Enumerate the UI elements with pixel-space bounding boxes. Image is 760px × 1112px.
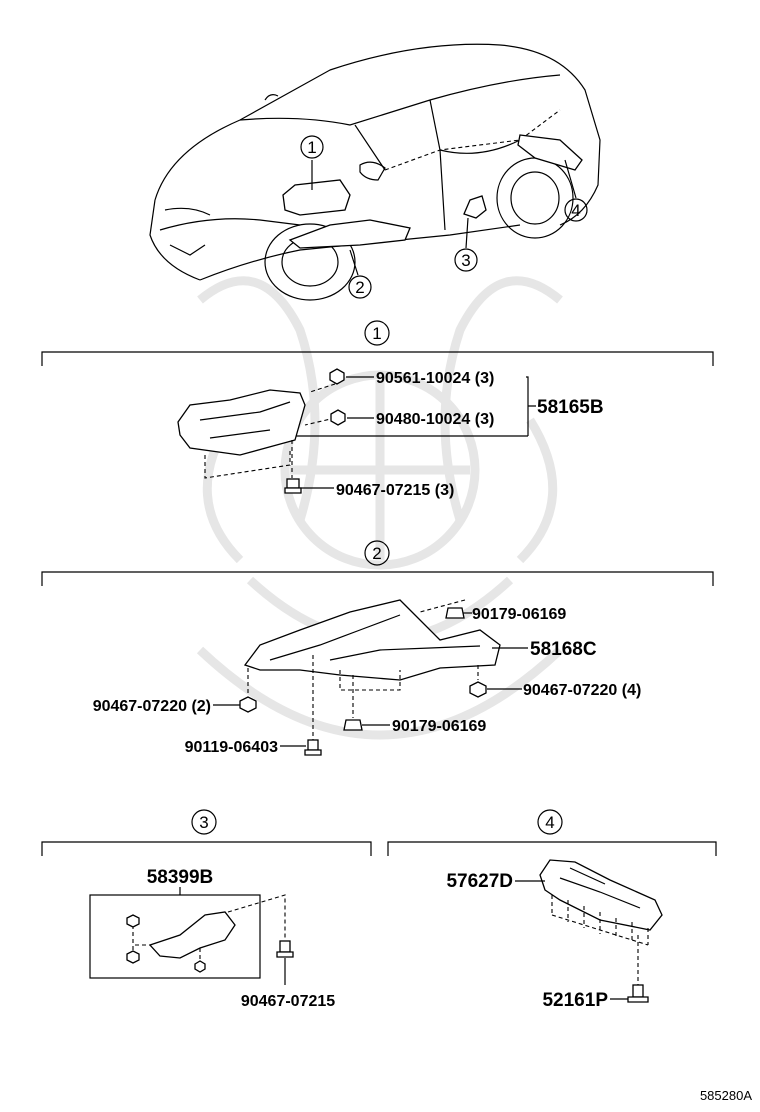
- part-number-90561-10024: 90561-10024 (3): [376, 370, 494, 387]
- bolt-icon: [276, 940, 294, 958]
- nut-icon: [126, 914, 140, 928]
- nut-icon: [126, 950, 140, 964]
- part-number-90467-07220: 90467-07220 (2): [93, 698, 211, 715]
- assembly-number-58168c: 58168C: [530, 639, 597, 660]
- callout-number: 2: [355, 278, 364, 297]
- nut-icon: [329, 368, 345, 385]
- nut-icon: [330, 409, 346, 426]
- assembly-number-58399b: 58399B: [147, 867, 214, 888]
- car-callout-2: 2: [348, 275, 372, 299]
- callout-number: 1: [307, 138, 316, 157]
- part-number-90480-10024: 90480-10024 (3): [376, 411, 494, 428]
- section-4: 4 57627D 52161P: [387, 809, 717, 1011]
- callout-number: 4: [571, 201, 580, 220]
- callout-number: 3: [461, 251, 470, 270]
- bolt-icon: [304, 739, 322, 756]
- cover-57627d: [539, 859, 663, 931]
- bracket-58168c: [243, 599, 501, 681]
- assembly-number-58165b: 58165B: [537, 397, 604, 418]
- part-number-90467-07215: 90467-07215 (3): [336, 482, 454, 499]
- assembly-number-57627d: 57627D: [446, 871, 513, 892]
- car-callout-3: 3: [454, 248, 478, 272]
- section-2: 2 90179-06169 58168C 90467-07220 (4) 904…: [41, 540, 714, 756]
- nut-icon: [469, 681, 487, 698]
- clip-icon: [343, 719, 363, 731]
- bracket-58399b: [148, 911, 236, 959]
- vehicle-illustration: [149, 43, 601, 301]
- bolt-icon: [284, 478, 302, 494]
- part-number-90119-06403: 90119-06403: [185, 739, 279, 756]
- section-4-number: 4: [545, 813, 554, 832]
- car-callout-4: 4: [564, 198, 588, 222]
- part-number-90467-07220: 90467-07220 (4): [523, 682, 641, 699]
- section-3-number: 3: [199, 813, 208, 832]
- section-3: 3 58399B 90467-07215: [41, 809, 372, 1010]
- clip-icon: [627, 984, 649, 1003]
- part-number-90179-06169: 90179-06169: [392, 718, 486, 735]
- section-1: 1 90561-10024 (3) 90480-10024 (3) 90467-…: [41, 320, 714, 499]
- figure-id: 585280A: [700, 1088, 752, 1103]
- bracket-58165b: [177, 389, 306, 456]
- section-2-number: 2: [372, 544, 381, 563]
- car-callout-1: 1: [300, 135, 324, 159]
- part-number-52161p: 52161P: [542, 990, 608, 1011]
- section-1-number: 1: [372, 324, 381, 343]
- clip-icon: [445, 607, 465, 619]
- nut-icon: [239, 696, 257, 713]
- nut-icon: [194, 960, 206, 973]
- part-number-90467-07215: 90467-07215: [241, 993, 335, 1010]
- part-number-90179-06169: 90179-06169: [472, 606, 566, 623]
